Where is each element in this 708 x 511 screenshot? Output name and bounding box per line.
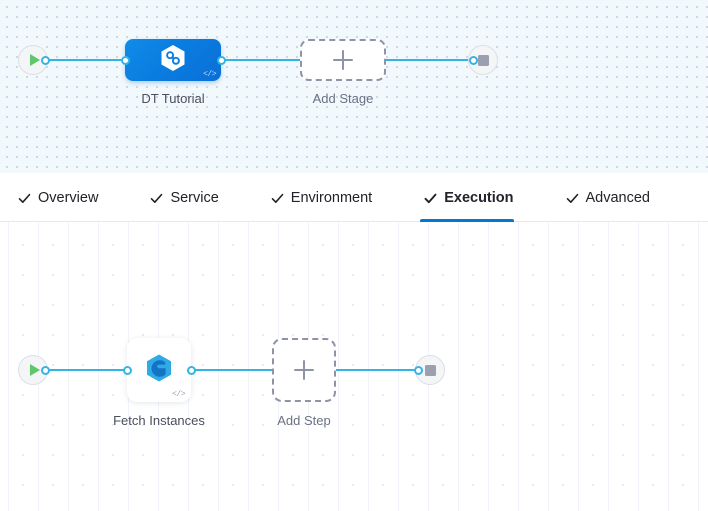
tab-overview-label: Overview xyxy=(38,189,99,206)
tab-service-label: Service xyxy=(170,189,219,206)
stage-config-tabs[interactable]: Overview Service Environment xyxy=(0,173,708,222)
add-step-label: Add Step xyxy=(277,413,331,428)
plus-icon xyxy=(294,360,314,380)
tab-execution[interactable]: Execution xyxy=(420,173,533,222)
stop-icon xyxy=(424,364,436,376)
tab-service[interactable]: Service xyxy=(146,173,238,221)
wire-start-to-step xyxy=(44,369,136,371)
wire-start-to-stage xyxy=(44,59,136,61)
tab-underline xyxy=(267,219,372,222)
check-icon xyxy=(424,192,437,205)
stage-node-output-port[interactable] xyxy=(217,55,226,65)
tab-execution-label: Execution xyxy=(444,189,514,206)
check-icon xyxy=(271,192,284,205)
tab-underline-active xyxy=(420,219,514,222)
tab-overview[interactable]: Overview xyxy=(14,173,118,221)
tab-underline xyxy=(562,219,651,222)
tab-advanced[interactable]: Advanced xyxy=(562,173,671,221)
plus-icon xyxy=(333,50,353,70)
check-icon xyxy=(150,192,163,205)
execution-start-output-port[interactable] xyxy=(41,365,50,375)
step-node-input-port[interactable] xyxy=(123,365,132,375)
stop-icon xyxy=(477,54,489,66)
wire-addstep-to-end xyxy=(336,369,420,371)
end-node-input-port[interactable] xyxy=(469,55,478,65)
add-stage-button[interactable] xyxy=(300,39,386,81)
stage-canvas[interactable]: </> DT Tutorial Add Stage xyxy=(0,0,708,173)
tab-environment[interactable]: Environment xyxy=(267,173,392,221)
wire-step-to-addstep xyxy=(190,369,276,371)
step-yaml-badge[interactable]: </> xyxy=(172,390,185,399)
wire-stage-to-addstage xyxy=(214,59,304,61)
tab-environment-label: Environment xyxy=(290,189,373,206)
step-node-fetch-instances[interactable]: </> xyxy=(127,338,191,402)
play-icon xyxy=(29,364,40,376)
wire-addstage-to-end xyxy=(386,59,474,61)
step-node-output-port[interactable] xyxy=(187,365,196,375)
tab-underline xyxy=(146,219,218,222)
add-stage-label: Add Stage xyxy=(312,91,374,106)
stage-node-dt-tutorial[interactable]: </> xyxy=(125,39,221,81)
harness-hexagon-icon xyxy=(160,44,186,77)
add-step-button[interactable] xyxy=(272,338,336,402)
stage-node-input-port[interactable] xyxy=(121,55,130,65)
tab-underline xyxy=(14,219,98,222)
execution-end-input-port[interactable] xyxy=(414,365,423,375)
tab-advanced-label: Advanced xyxy=(585,189,651,206)
play-icon xyxy=(29,54,40,66)
step-canvas[interactable]: </> Fetch Instances Add Step xyxy=(0,222,708,511)
check-icon xyxy=(566,192,579,205)
spot-elastigroup-icon xyxy=(144,353,174,388)
start-node-output-port[interactable] xyxy=(41,55,50,65)
step-node-label: Fetch Instances xyxy=(113,413,205,428)
pipeline-start-node[interactable] xyxy=(18,45,48,75)
stage-yaml-badge[interactable]: </> xyxy=(203,70,216,79)
check-icon xyxy=(18,192,31,205)
stage-node-label: DT Tutorial xyxy=(141,91,205,106)
